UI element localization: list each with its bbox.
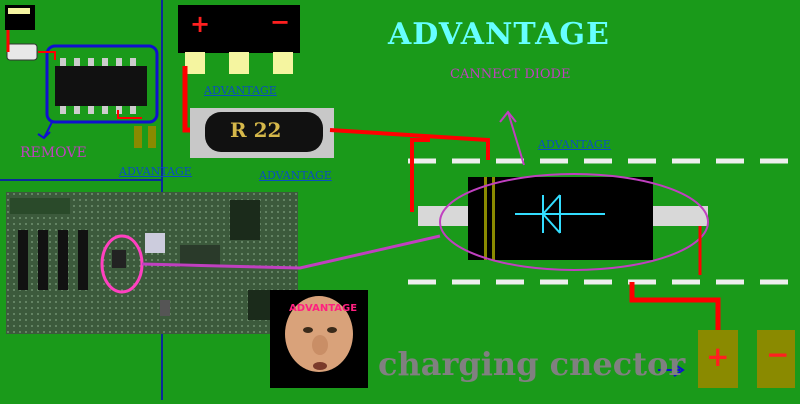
connector-pad [8, 8, 30, 14]
red-trace [632, 282, 718, 335]
battery-minus-sign: − [270, 10, 290, 34]
remove-arrowhead [38, 132, 50, 138]
remove-label: REMOVE [20, 146, 87, 160]
connect-diode-pointer [508, 112, 524, 165]
pad [134, 126, 142, 148]
watermark-text: ADVANTAGE [538, 139, 611, 150]
red-trace [412, 140, 430, 212]
watermark-text: ADVANTAGE [119, 166, 192, 177]
connector-terminal [185, 52, 205, 74]
pad [148, 126, 156, 148]
face-caption: ADVANTAGE [289, 304, 357, 314]
battery-plus-sign: + [190, 12, 210, 36]
connector-terminal [229, 52, 249, 74]
ic-chip [55, 66, 147, 106]
charging-connector-label: charging cnector [378, 348, 685, 380]
connect-diode-label: CANNECT DIODE [450, 68, 570, 81]
diode-band [484, 177, 487, 260]
watermark-text: ADVANTAGE [204, 85, 277, 96]
face-eye [303, 327, 313, 333]
connect-diode-arrowhead [500, 112, 516, 122]
face-eye [327, 327, 337, 333]
red-trace [330, 130, 488, 160]
charging-plus-sign: + [706, 343, 729, 371]
diode-band [492, 177, 495, 260]
page-title: ADVANTAGE [388, 20, 610, 50]
watermark-text: ADVANTAGE [259, 170, 332, 181]
face-nose [312, 335, 328, 355]
charging-minus-sign: − [766, 341, 789, 369]
face-mouth [313, 362, 327, 370]
resistor-label: R 22 [230, 120, 281, 140]
smd-component [7, 44, 37, 60]
connector-terminal [273, 52, 293, 74]
